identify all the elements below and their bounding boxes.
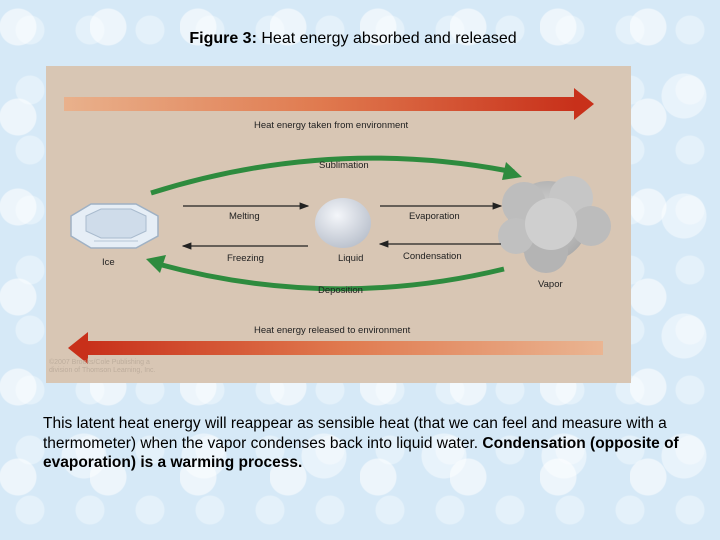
phase-change-diagram: Heat energy taken from environment Subli…	[46, 66, 631, 383]
heat-released-arrow	[68, 332, 603, 364]
ice-icon	[70, 203, 159, 249]
deposition-arrow	[146, 255, 505, 292]
figure-title-text: Heat energy absorbed and released	[261, 30, 517, 47]
melting-label: Melting	[229, 211, 260, 222]
heat-absorbed-label: Heat energy taken from environment	[254, 120, 409, 131]
ice-label: Ice	[102, 257, 115, 268]
liquid-droplet-icon	[315, 198, 371, 248]
condensation-label: Condensation	[403, 251, 462, 262]
heat-absorbed-arrow	[64, 88, 594, 120]
copyright-line-1: ©2007 Brooks/Cole Publishing a	[49, 359, 150, 366]
heat-released-label: Heat energy released to environment	[254, 325, 411, 336]
copyright-notice: ©2007 Brooks/Cole Publishing a division …	[49, 359, 185, 375]
vapor-label: Vapor	[538, 279, 563, 290]
vapor-cloud-icon	[498, 176, 611, 273]
liquid-label: Liquid	[338, 253, 363, 264]
copyright-line-2: division of Thomson Learning, Inc.	[49, 367, 156, 374]
evaporation-label: Evaporation	[409, 211, 460, 222]
caption-paragraph: This latent heat energy will reappear as…	[43, 414, 683, 473]
figure-title: Figure 3: Heat energy absorbed and relea…	[0, 30, 706, 48]
freezing-label: Freezing	[227, 253, 264, 264]
diagram-canvas: Heat energy taken from environment Subli…	[64, 88, 611, 364]
sublimation-arrow	[150, 155, 522, 196]
caption-bold-text: Condensation (opposite of evaporation) i…	[43, 434, 679, 472]
figure-label: Figure 3:	[189, 30, 257, 47]
caption-text: This latent heat energy will reappear as…	[43, 415, 667, 452]
deposition-label: Deposition	[318, 285, 363, 296]
sublimation-label: Sublimation	[319, 160, 369, 171]
